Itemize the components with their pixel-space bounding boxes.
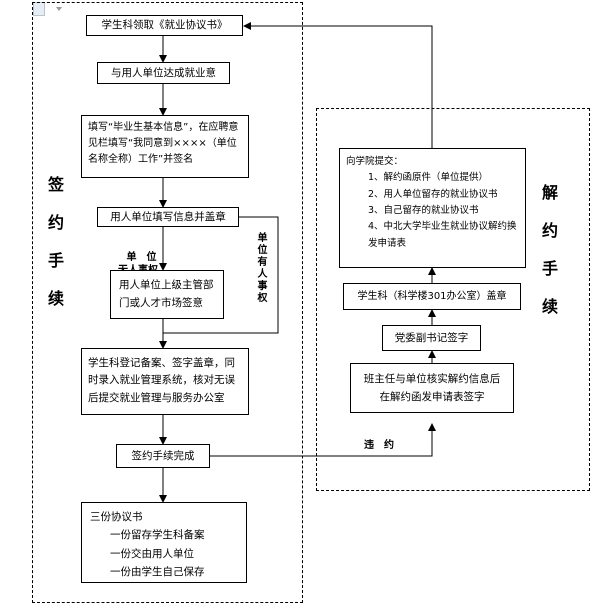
sign-region — [32, 2, 303, 603]
step-register-file: 学生科登记备案、签字盖章，同时录入就业管理系统，核对无误后提交就业管理与服务办公… — [81, 348, 249, 415]
submit-item: 4、中北大学毕业生就业协议解约换发申请表 — [368, 221, 517, 249]
copies-title: 三份协议书 — [90, 511, 143, 523]
submit-title: 向学院提交： — [346, 156, 404, 167]
sign-region-label: 签约手续 — [45, 176, 64, 328]
copies-item: 一份由学生自己保存 — [110, 566, 205, 579]
step-teacher-verify: 班主任与单位核实解约信息后在解约函发申请表签字 — [350, 363, 514, 413]
step-employer-stamp: 用人单位填写信息并盖章 — [97, 207, 239, 227]
step-supervisor-sign: 用人单位上级主管部门或人才市场签意 — [110, 270, 224, 319]
copies-box: 三份协议书 一份留存学生科备案 一份交由用人单位 一份由学生自己保存 — [81, 502, 247, 583]
step-sign-complete: 签约手续完成 — [116, 444, 210, 468]
step-party-sign: 党委副书记签字 — [382, 325, 481, 351]
step-receive-agreement: 学生科领取《就业协议书》 — [86, 15, 243, 36]
step-fill-info: 填写“毕业生基本信息”，在应聘意见栏填写“我同意到××××（单位名称全称）工作”… — [81, 115, 249, 178]
cancel-region — [316, 108, 590, 491]
submit-materials-box: 向学院提交： 1、解约函原件（单位提供） 2、用人单位留存的就业协议书 3、自己… — [339, 148, 526, 268]
branch-has-rights-label: 单位有人事权 — [255, 232, 266, 304]
cancel-region-label: 解约手续 — [539, 184, 558, 336]
step-reach-intent: 与用人单位达成就业意 — [97, 62, 230, 84]
chevron-down-icon — [56, 7, 62, 11]
step-office-stamp: 学生科（科学楼301办公室）盖章 — [343, 283, 521, 310]
submit-item: 3、自己留存的就业协议书 — [368, 204, 479, 216]
submit-item: 2、用人单位留存的就业协议书 — [368, 188, 498, 200]
submit-item: 1、解约函原件（单位提供） — [368, 172, 489, 184]
breach-label: 违 约 — [364, 440, 394, 451]
copies-item: 一份交由用人单位 — [110, 547, 194, 560]
copies-item: 一份留存学生科备案 — [110, 529, 205, 542]
